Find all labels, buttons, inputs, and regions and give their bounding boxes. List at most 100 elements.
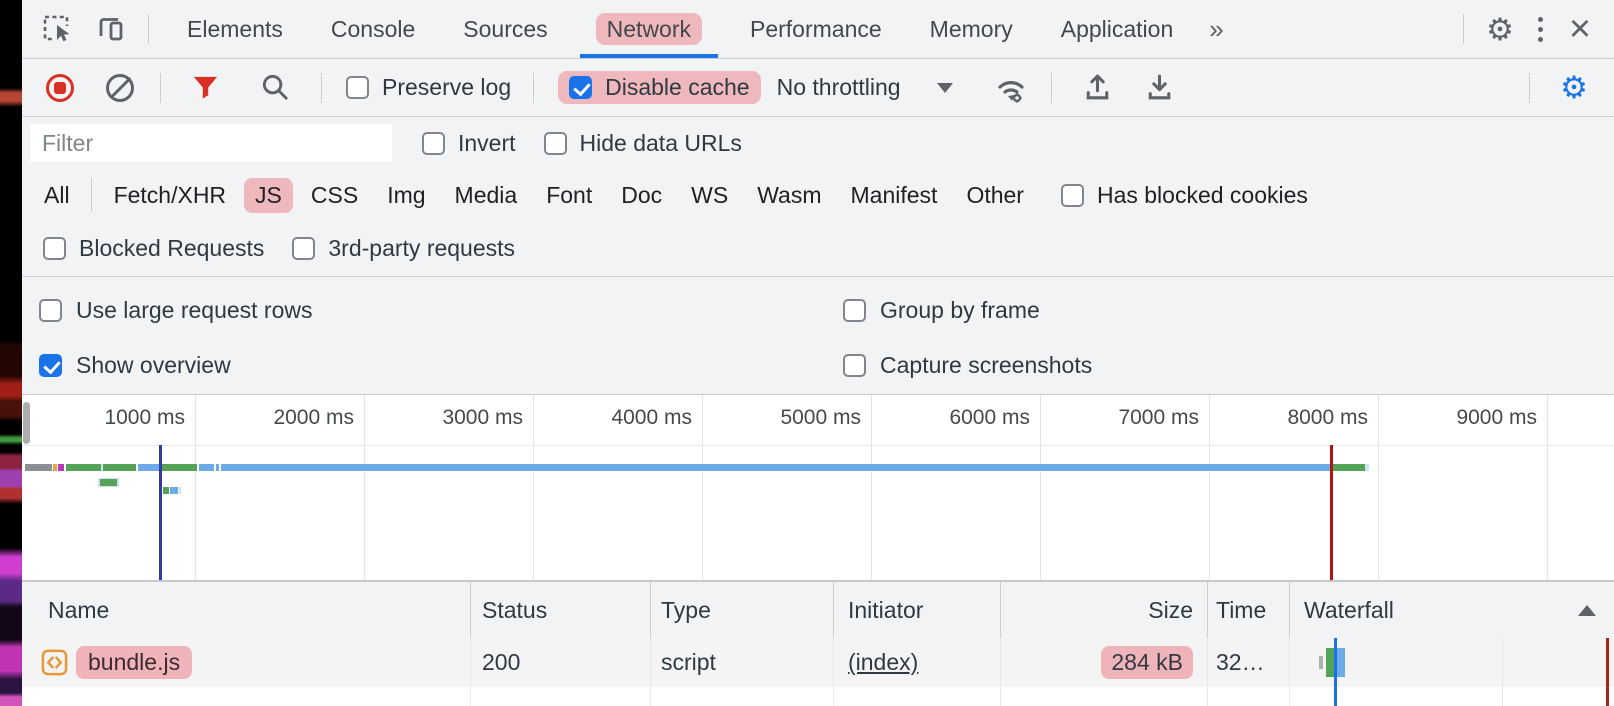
overview-bar [1365,464,1369,471]
tab-sources[interactable]: Sources [439,2,571,57]
column-header-type[interactable]: Type [651,582,834,638]
third-party-requests-checkbox[interactable] [292,237,316,260]
type-filter-fetch-xhr[interactable]: Fetch/XHR [113,181,227,208]
overview-bar [103,464,136,471]
blocked-requests-label: Blocked Requests [79,235,265,261]
overview-bar [1333,464,1365,471]
size-value: 284 kB [1101,646,1193,679]
network-overview-timeline[interactable]: 1000 ms 2000 ms 3000 ms 4000 ms 5000 ms … [22,394,1614,580]
column-header-time[interactable]: Time [1208,582,1290,638]
type-filter-media[interactable]: Media [454,181,518,208]
tab-performance[interactable]: Performance [726,2,906,57]
has-blocked-cookies-toggle[interactable]: Has blocked cookies [1060,182,1308,209]
scrollbar-thumb[interactable] [23,402,30,444]
type-filter-js[interactable]: JS [244,177,293,213]
settings-gear-icon[interactable]: ⚙ [1486,11,1514,47]
separator [1529,72,1530,103]
network-settings-gear-icon[interactable]: ⚙ [1560,70,1588,105]
tick-label: 5000 ms [780,406,861,429]
waterfall-green-bar [1326,648,1336,677]
column-header-name[interactable]: Name [22,582,471,638]
third-party-requests-toggle[interactable]: 3rd-party requests [292,235,515,262]
overview-bar [53,464,57,471]
tab-network[interactable]: Network [572,2,726,58]
export-har-icon[interactable] [1140,68,1180,108]
invert-toggle[interactable]: Invert [422,130,516,157]
separator [160,72,161,103]
tab-memory[interactable]: Memory [906,2,1037,57]
hide-data-urls-toggle[interactable]: Hide data URLs [543,130,742,157]
table-row-bundle-js[interactable]: bundle.js 200 script (index) 284 kB 32… [22,638,1614,687]
load-event-marker-line [1330,445,1333,580]
separator [90,178,92,212]
overview-bar [170,487,178,494]
show-overview-checkbox[interactable] [39,354,62,377]
column-header-status[interactable]: Status [471,582,651,638]
sort-ascending-icon [1578,604,1596,616]
group-by-frame-checkbox[interactable] [843,298,866,322]
clear-network-log-icon[interactable] [106,73,134,102]
hide-data-urls-checkbox[interactable] [543,131,567,155]
waterfall-dcl-marker-line [1334,638,1337,706]
tab-label: Performance [750,15,882,42]
type-filter-manifest[interactable]: Manifest [850,181,938,208]
overview-bar [101,464,103,471]
overview-bar [216,464,219,471]
capture-screenshots-checkbox[interactable] [843,354,866,377]
close-devtools-icon[interactable]: × [1568,8,1592,50]
has-blocked-cookies-checkbox[interactable] [1060,183,1084,207]
use-large-rows-checkbox[interactable] [39,298,62,322]
disable-cache-label: Disable cache [605,74,750,100]
invert-checkbox[interactable] [422,131,445,155]
devtools-tabbar: Elements Console Sources Network Perform… [22,0,1614,59]
type-filter-doc[interactable]: Doc [621,181,663,208]
blocked-requests-toggle[interactable]: Blocked Requests [43,235,264,262]
tab-application[interactable]: Application [1037,2,1198,57]
disable-cache-checkbox[interactable] [569,76,593,99]
type-filter-ws[interactable]: WS [691,181,729,208]
column-header-label: Waterfall [1304,596,1394,623]
throttling-select-value[interactable]: No throttling [776,74,901,100]
type-filter-wasm[interactable]: Wasm [757,181,822,208]
column-header-initiator[interactable]: Initiator [834,582,1001,638]
record-network-log-button[interactable] [46,73,74,102]
active-tab-underline [579,53,718,58]
more-tabs-icon[interactable]: » [1209,13,1223,44]
type-filter-img[interactable]: Img [387,181,426,208]
type-filter-css[interactable]: CSS [310,181,359,208]
waterfall-load-marker-line [1606,638,1609,706]
name-cell[interactable]: bundle.js [22,638,471,687]
resource-type-filters: All Fetch/XHR JS CSS Img Media Font Doc … [22,169,1614,221]
preserve-log-toggle[interactable]: Preserve log [346,74,511,101]
tick-label: 7000 ms [1118,406,1199,429]
network-conditions-icon[interactable] [991,68,1031,108]
overview-bar [163,487,169,494]
preserve-log-checkbox[interactable] [346,76,369,99]
status-cell: 200 [471,638,651,687]
capture-screenshots-label: Capture screenshots [880,352,1093,378]
type-filter-all[interactable]: All [44,181,70,208]
blocked-requests-checkbox[interactable] [43,237,66,260]
type-filter-font[interactable]: Font [546,181,593,208]
kebab-menu-icon[interactable] [1520,9,1560,49]
import-har-icon[interactable] [1078,68,1118,108]
filter-bar: Invert Hide data URLs [22,117,1614,169]
tab-console[interactable]: Console [307,2,439,57]
inspect-element-icon[interactable] [38,9,78,49]
column-header-size[interactable]: Size [1001,582,1208,638]
column-header-waterfall[interactable]: Waterfall [1290,582,1614,638]
initiator-link[interactable]: (index) [848,649,919,675]
filter-input[interactable] [30,124,392,162]
toggle-device-toolbar-icon[interactable] [90,9,130,49]
tab-elements[interactable]: Elements [163,2,307,57]
disable-cache-toggle[interactable]: Disable cache [558,71,761,104]
overview-bar [66,464,101,471]
initiator-cell[interactable]: (index) [834,638,1001,687]
request-filters-row: Blocked Requests 3rd-party requests [22,221,1614,277]
type-filter-other[interactable]: Other [966,181,1024,208]
search-icon[interactable] [255,68,295,108]
separator [1050,72,1052,103]
throttling-dropdown-caret-icon[interactable] [936,82,953,93]
filter-funnel-icon[interactable] [185,68,225,108]
